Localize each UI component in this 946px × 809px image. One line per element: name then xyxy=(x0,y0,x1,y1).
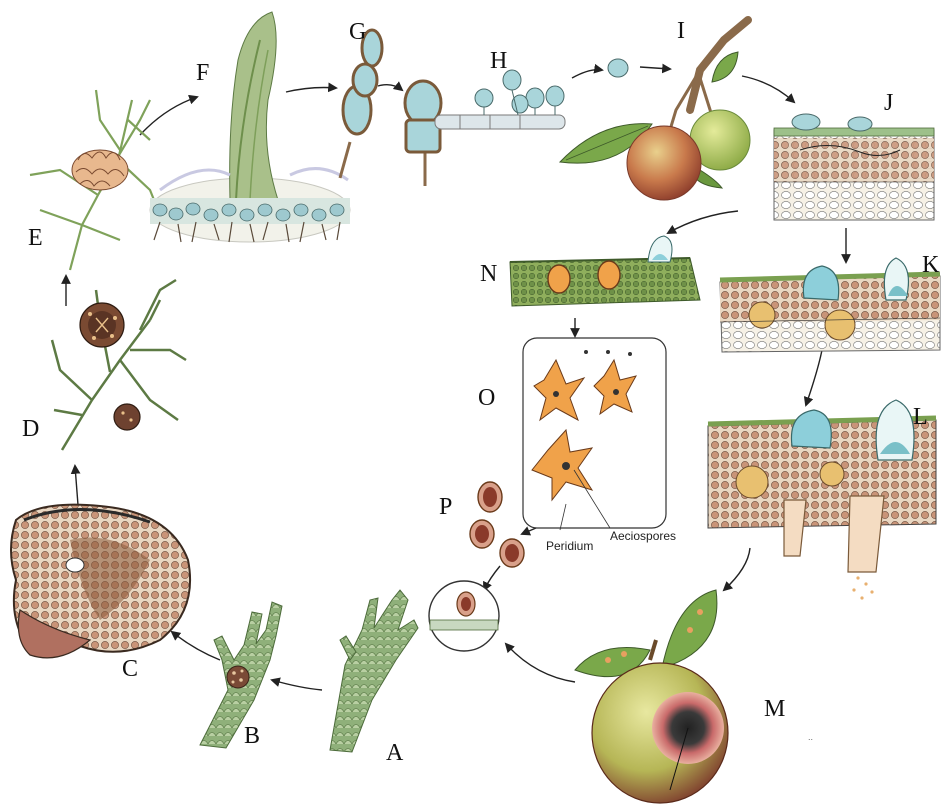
stage-a-juniper-shoot xyxy=(330,590,418,752)
stage-label-h: H xyxy=(490,49,507,73)
stage-i-apple-branch xyxy=(560,20,750,200)
stage-j-leaf-cross-section xyxy=(774,114,934,220)
aecium-tube-right xyxy=(848,496,884,572)
juniper-infection-inset xyxy=(429,581,499,651)
stage-m-infected-apple xyxy=(575,590,728,803)
stage-label-p: P xyxy=(439,495,452,519)
stage-label-c: C xyxy=(122,657,138,681)
small-mark: .. xyxy=(808,732,813,742)
stage-label-a: A xyxy=(386,741,403,765)
stage-p-aeciospores xyxy=(470,482,524,567)
stage-label-g: G xyxy=(349,20,366,44)
stage-f-telial-horn-magnified xyxy=(150,12,350,242)
aeciospores-callout: Aeciospores xyxy=(610,530,676,542)
arrow-j-to-n xyxy=(668,211,738,233)
arrow-g-inner xyxy=(378,85,402,90)
stage-g-teliospores xyxy=(340,30,441,186)
gall-cavity xyxy=(66,558,84,572)
stage-label-l: L xyxy=(913,405,928,429)
arrow-h-to-spore xyxy=(572,70,602,78)
gall-large xyxy=(80,303,124,347)
stage-label-b: B xyxy=(244,724,260,748)
stage-e-branch-with-telial-horns xyxy=(30,90,160,270)
stage-label-k: K xyxy=(922,253,939,277)
arrow-k-to-l xyxy=(806,350,822,405)
stage-c-gall-cross-section xyxy=(11,505,190,658)
stage-label-o: O xyxy=(478,386,495,410)
telial-horn-mass xyxy=(72,150,128,190)
arrow-l-to-m xyxy=(724,548,750,590)
aecium-tube-left xyxy=(784,500,806,556)
stage-label-i: I xyxy=(677,19,685,43)
stage-n-leaf-lesion-section xyxy=(510,236,700,306)
stage-d-foliage-with-galls xyxy=(52,280,186,450)
arrow-b-to-c xyxy=(172,632,220,660)
arrow-c-to-d xyxy=(75,466,78,505)
gall-small xyxy=(114,404,140,430)
teliospore-layer xyxy=(150,198,350,224)
arrow-p-to-inset xyxy=(484,566,500,590)
stage-label-f: F xyxy=(196,61,209,85)
arrow-spore-to-i xyxy=(640,67,670,69)
young-gall xyxy=(227,666,249,688)
stage-label-m: M xyxy=(764,697,785,721)
arrow-f-to-g xyxy=(286,88,336,93)
apple-red xyxy=(627,126,701,200)
arrow-i-to-j xyxy=(742,76,794,102)
stage-label-e: E xyxy=(28,226,43,250)
stage-o-aecia-detail xyxy=(523,338,666,530)
stage-k-pycnia-section xyxy=(720,258,940,352)
peridium-callout: Peridium xyxy=(546,540,593,552)
stage-label-n: N xyxy=(480,262,497,286)
arrow-a-to-b xyxy=(272,680,322,690)
stage-label-j: J xyxy=(884,91,893,115)
aecia-detail-frame xyxy=(523,338,666,528)
stage-label-d: D xyxy=(22,417,39,441)
stage-b-twig-with-gall xyxy=(200,602,282,748)
arrow-m-to-inset xyxy=(506,644,575,682)
